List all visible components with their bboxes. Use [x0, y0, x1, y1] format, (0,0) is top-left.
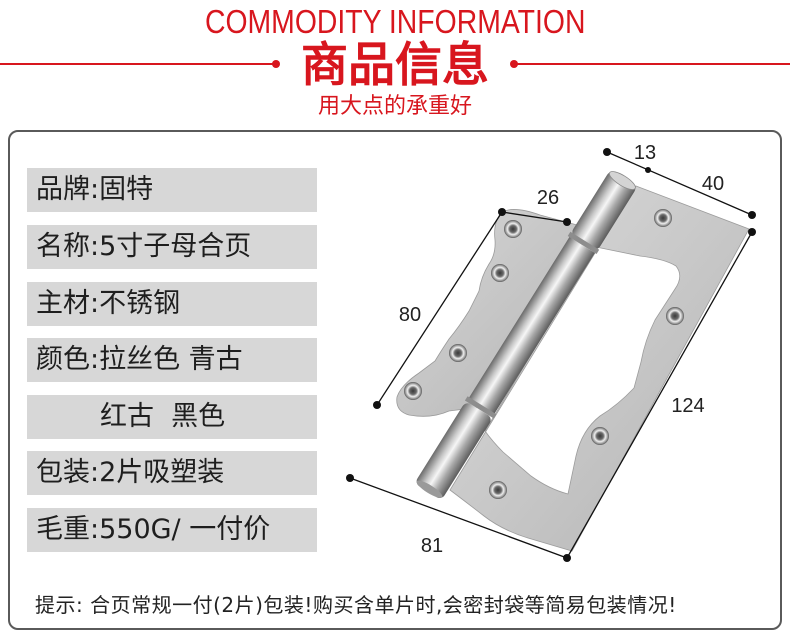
knuckle-ring: [567, 231, 600, 255]
header-divider-left: [0, 63, 274, 65]
dimension-dot: [603, 148, 611, 156]
dimension-dot: [748, 211, 756, 219]
info-panel: [8, 130, 782, 630]
dimension-label-81: 81: [421, 535, 443, 557]
knuckle-upper-barrel: [572, 171, 636, 249]
packaging-note: 提示: 合页常规一付(2片)包装!购买含单片时,会密封袋等简易包装情况!: [35, 593, 677, 617]
dimension-dot: [346, 474, 354, 482]
spec-material: 主材:不锈钢: [27, 282, 317, 326]
dimension-dot: [748, 228, 756, 236]
dimension-dot: [645, 167, 651, 173]
spec-color: 颜色:拉丝色 青古: [27, 338, 317, 382]
header-divider-dot-left: [272, 60, 280, 68]
dimension-dot: [373, 401, 381, 409]
header-title-en: COMMODITY INFORMATION: [204, 3, 586, 40]
screw-hole: [449, 344, 467, 362]
dimension-line-inner-height: [376, 211, 503, 406]
screw-hole: [666, 307, 684, 325]
hinge-knuckle: [416, 171, 636, 498]
spec-packaging: 包装:2片吸塑装: [27, 451, 317, 495]
knuckle-ring: [464, 396, 497, 419]
dimension-line-bottom: [349, 477, 568, 559]
knuckle-middle-barrel: [468, 237, 595, 415]
header-title-cn: 商品信息: [301, 38, 489, 93]
dimension-label-26: 26: [537, 187, 559, 209]
spec-product-name: 名称:5寸子母合页: [27, 225, 317, 269]
header-divider-right: [514, 63, 790, 65]
dimension-line-outer-height: [566, 231, 753, 559]
hinge-outer-leaf: [449, 185, 750, 552]
header-title-en-wrap: COMMODITY INFORMATION: [0, 4, 790, 40]
knuckle-top-cap: [609, 171, 636, 190]
screw-hole: [489, 481, 507, 499]
screw-hole: [504, 220, 522, 238]
dimension-label-124: 124: [671, 395, 704, 417]
hinge-inner-leaf: [396, 209, 593, 417]
knuckle-lower-barrel: [416, 403, 491, 498]
screw-hole: [654, 209, 672, 227]
dimension-line-inner-top: [501, 211, 568, 223]
dimension-dot: [563, 554, 571, 562]
screw-hole: [404, 382, 422, 400]
screw-hole: [591, 427, 609, 445]
spec-color-more: 红古 黑色: [27, 395, 317, 439]
spec-brand: 品牌:固特: [27, 168, 317, 212]
dimension-dot: [563, 218, 571, 226]
dimension-label-13: 13: [634, 142, 656, 164]
dimension-line-top: [606, 151, 753, 216]
header-subtitle: 用大点的承重好: [317, 94, 472, 119]
dimension-label-80: 80: [399, 304, 421, 326]
hinge-drawing: 13 40 26 80 124 81: [346, 142, 756, 562]
dimension-label-40: 40: [702, 173, 724, 195]
dimension-dot: [498, 208, 506, 216]
spec-weight: 毛重:550G/ 一付价: [27, 508, 317, 552]
knuckle-bottom-cap: [416, 480, 443, 498]
screw-hole: [491, 264, 509, 282]
